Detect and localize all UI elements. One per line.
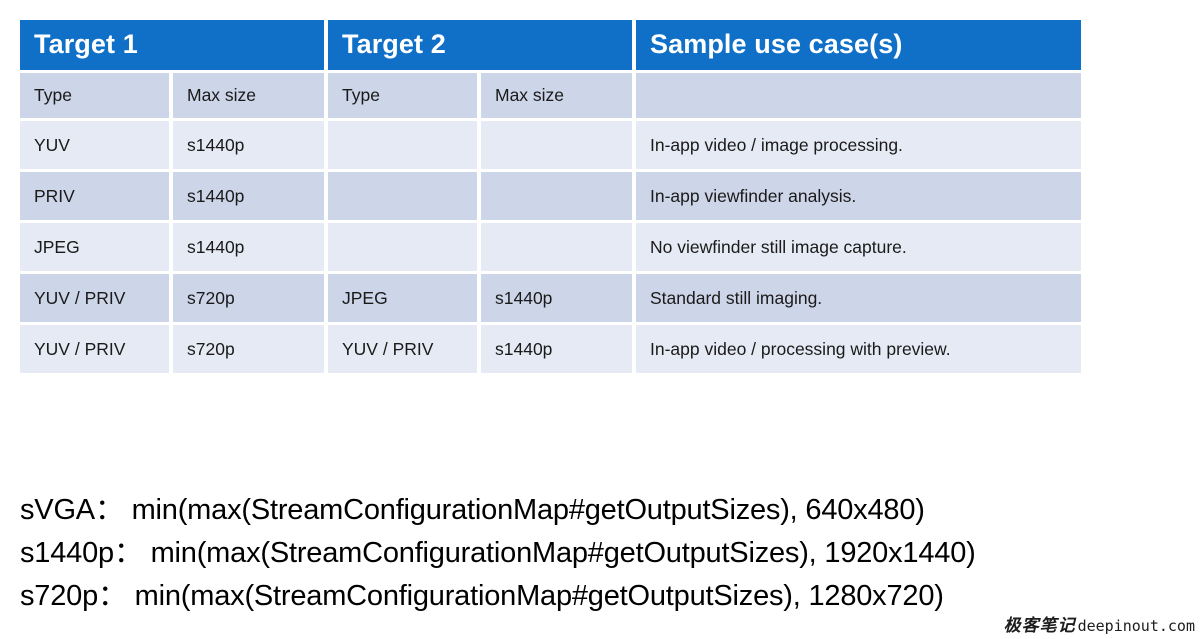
cell-target-2-type [328,172,481,223]
legend-line-s720p: s720p： min(max(StreamConfigurationMap#ge… [20,580,944,612]
cell-target-1-type: YUV [20,121,173,172]
cell-use-case: In-app video / image processing. [636,121,1081,172]
table-subheader-row: Type Max size Type Max size [20,73,1081,121]
table-row: YUV / PRIV s720p JPEG s1440p Standard st… [20,274,1081,325]
subheader-use-case-empty [636,73,1081,121]
cell-target-2-max [481,121,636,172]
legend-line-svga: sVGA： min(max(StreamConfigurationMap#get… [20,494,925,526]
cell-target-1-max: s1440p [173,121,328,172]
table-header-row: Target 1 Target 2 Sample use case(s) [20,20,1081,73]
cell-target-1-type: YUV / PRIV [20,325,173,373]
cell-target-1-type: PRIV [20,172,173,223]
cell-target-2-type [328,223,481,274]
watermark-cn-text: 极客笔记 [1003,616,1076,636]
cell-target-1-max: s1440p [173,223,328,274]
cell-target-1-max: s720p [173,274,328,325]
watermark-site-text: deepinout.com [1077,617,1195,635]
cell-target-2-type [328,121,481,172]
subheader-target-2-max-size: Max size [481,73,636,121]
column-header-target-2: Target 2 [328,20,636,73]
cell-target-1-max: s720p [173,325,328,373]
table-body: Type Max size Type Max size YUV s1440p I… [20,73,1081,373]
table-head: Target 1 Target 2 Sample use case(s) [20,20,1081,73]
watermark: 极客笔记 deepinout.com [1004,611,1195,636]
cell-target-1-type: YUV / PRIV [20,274,173,325]
subheader-target-1-max-size: Max size [173,73,328,121]
legend-line-s1440p: s1440p： min(max(StreamConfigurationMap#g… [20,537,976,569]
subheader-target-1-type: Type [20,73,173,121]
cell-target-1-max: s1440p [173,172,328,223]
cell-use-case: Standard still imaging. [636,274,1081,325]
cell-target-2-type: YUV / PRIV [328,325,481,373]
subheader-target-2-type: Type [328,73,481,121]
column-header-sample-use-cases: Sample use case(s) [636,20,1081,73]
cell-use-case: No viewfinder still image capture. [636,223,1081,274]
compatibility-table-container: Target 1 Target 2 Sample use case(s) Typ… [20,20,1081,373]
cell-target-1-type: JPEG [20,223,173,274]
column-header-target-1: Target 1 [20,20,328,73]
cell-use-case: In-app video / processing with preview. [636,325,1081,373]
cell-target-2-max: s1440p [481,274,636,325]
cell-target-2-type: JPEG [328,274,481,325]
cell-use-case: In-app viewfinder analysis. [636,172,1081,223]
compatibility-table: Target 1 Target 2 Sample use case(s) Typ… [20,20,1081,373]
table-row: PRIV s1440p In-app viewfinder analysis. [20,172,1081,223]
cell-target-2-max [481,172,636,223]
legend-definitions: sVGA： min(max(StreamConfigurationMap#get… [20,489,1180,618]
cell-target-2-max [481,223,636,274]
table-row: YUV / PRIV s720p YUV / PRIV s1440p In-ap… [20,325,1081,373]
cell-target-2-max: s1440p [481,325,636,373]
table-row: YUV s1440p In-app video / image processi… [20,121,1081,172]
table-row: JPEG s1440p No viewfinder still image ca… [20,223,1081,274]
